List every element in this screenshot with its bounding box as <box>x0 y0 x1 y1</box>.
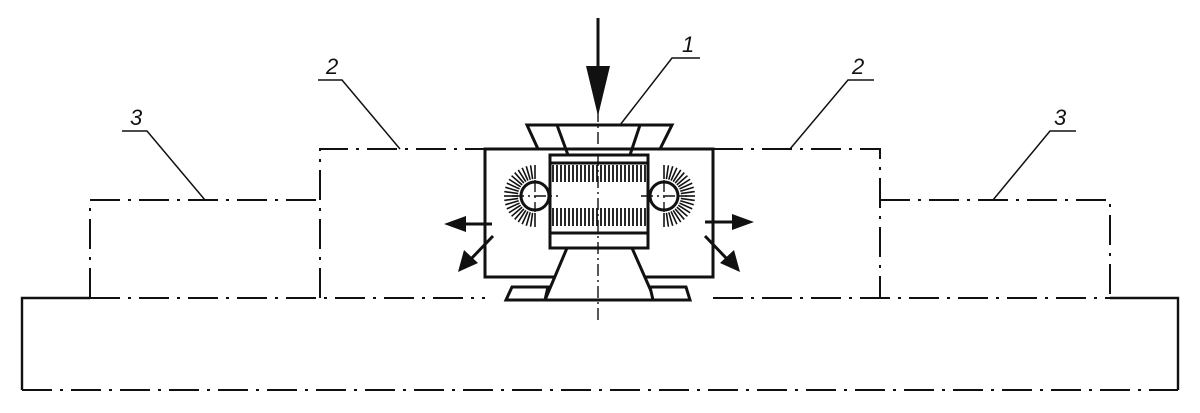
bristle <box>505 200 519 206</box>
label-3-right: 3 <box>992 105 1076 201</box>
label-2-left: 2 <box>318 54 401 150</box>
bristle <box>508 178 522 188</box>
bristle <box>514 208 525 220</box>
discharge-arrows-right-icon <box>703 214 754 272</box>
bristle <box>680 200 694 206</box>
bristle <box>672 209 682 223</box>
bristle <box>677 204 691 214</box>
bristle <box>511 206 523 217</box>
bristle <box>504 190 519 195</box>
bristle <box>670 167 678 181</box>
bristle <box>514 172 525 184</box>
label-2-right: 2 <box>789 54 874 150</box>
brush-bristles <box>504 165 695 227</box>
label-2-right-text: 2 <box>851 54 864 79</box>
drum-teeth <box>552 165 646 226</box>
bristle <box>505 186 519 192</box>
bristle <box>521 211 529 225</box>
bristle <box>529 165 534 180</box>
bristle <box>674 208 685 220</box>
bristle <box>508 204 522 214</box>
bristle <box>679 182 693 190</box>
label-3-left: 3 <box>122 105 206 201</box>
bristle <box>676 175 688 186</box>
bristle <box>504 197 519 202</box>
bristle <box>521 167 529 181</box>
bristle <box>506 182 520 190</box>
label-1-text: 1 <box>682 32 694 57</box>
bristle <box>680 197 695 202</box>
bristle <box>665 212 670 227</box>
bristle <box>506 202 520 210</box>
bristle <box>679 202 693 210</box>
discharge-arrows-left-icon <box>444 216 495 272</box>
label-3-right-text: 3 <box>1054 105 1067 130</box>
bristle <box>525 212 531 226</box>
bristle <box>511 175 523 186</box>
bristle <box>668 212 674 226</box>
bristle <box>529 212 534 227</box>
feed-arrow-icon <box>586 18 610 116</box>
bristle <box>680 186 694 192</box>
bristle <box>680 190 695 195</box>
bristle <box>674 172 685 184</box>
bristle <box>665 165 670 180</box>
label-3-left-text: 3 <box>130 105 143 130</box>
bristle <box>668 166 674 180</box>
zone-2-outline <box>319 148 881 298</box>
label-1: 1 <box>619 32 700 126</box>
bristle <box>517 169 527 183</box>
label-2-left-text: 2 <box>325 54 338 79</box>
bristle <box>672 169 682 183</box>
bristle <box>670 211 678 225</box>
zone-3-outline <box>89 199 1111 298</box>
crusher-unit <box>483 110 715 320</box>
bristle <box>517 209 527 223</box>
bristle <box>676 206 688 217</box>
bristle <box>677 178 691 188</box>
base-block <box>20 296 1180 391</box>
bristle <box>525 166 531 180</box>
